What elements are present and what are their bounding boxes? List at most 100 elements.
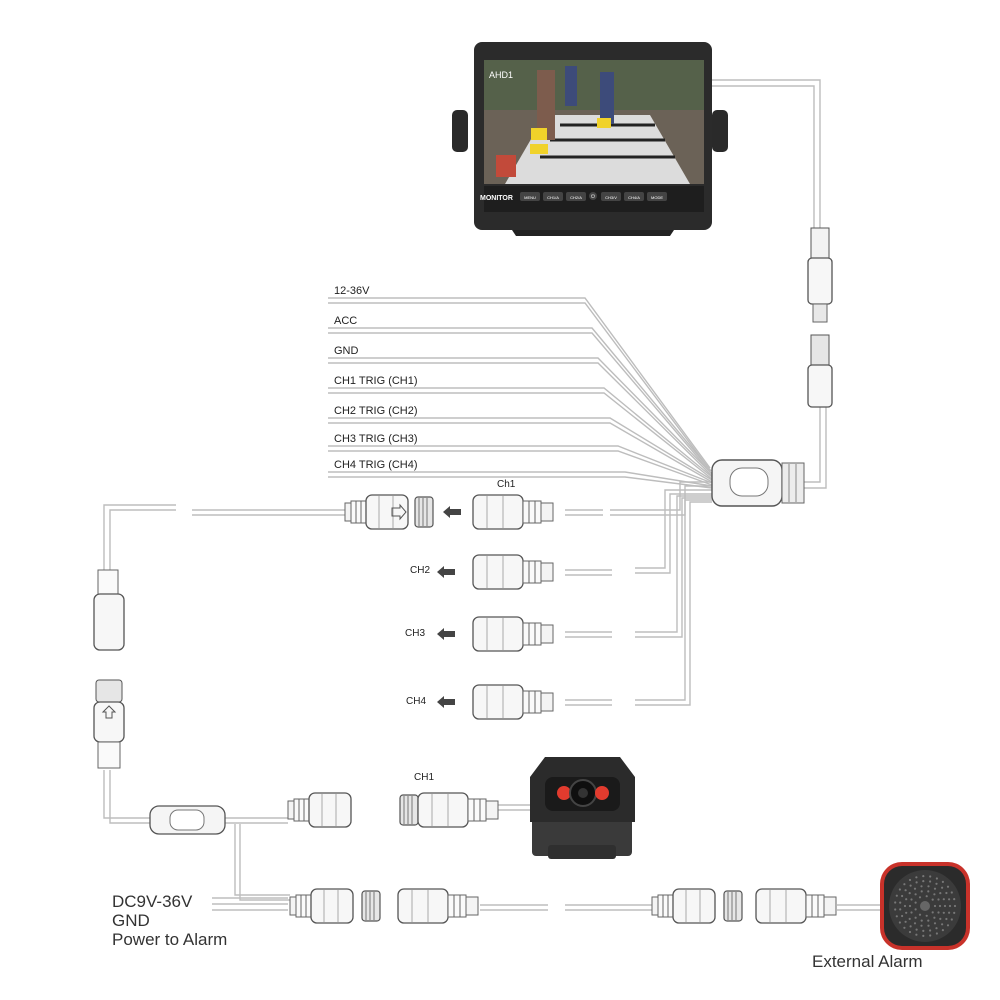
speaker-hole xyxy=(903,904,907,908)
speaker-hole xyxy=(941,880,945,884)
speaker-hole xyxy=(937,911,940,914)
speaker-hole xyxy=(948,911,951,914)
speaker-hole xyxy=(914,908,917,911)
speaker-hole xyxy=(920,890,923,893)
svg-text:⏻: ⏻ xyxy=(591,194,595,200)
speaker-hole xyxy=(945,917,948,921)
speaker-hole xyxy=(935,927,938,930)
speaker-hole xyxy=(904,889,907,892)
camera-channel-label: CH1 xyxy=(414,772,435,783)
speaker-hole xyxy=(942,898,945,901)
speaker-hole xyxy=(925,895,928,898)
monitor-brand: MONITOR xyxy=(480,195,513,202)
speaker-hole xyxy=(915,928,918,931)
channel-output-ch1 xyxy=(443,494,554,530)
extension-cable-vertical xyxy=(93,569,125,769)
speaker-hole xyxy=(931,898,934,901)
speaker-hole xyxy=(943,904,947,908)
svg-text:CH4/A: CH4/A xyxy=(628,195,640,200)
speaker-hole xyxy=(935,877,939,880)
speaker-hole xyxy=(909,884,912,887)
power-label-alarm: Power to Alarm xyxy=(112,930,228,949)
speaker-hole xyxy=(933,922,937,925)
channel-label-ch1: Ch1 xyxy=(497,479,516,490)
speaker-hole xyxy=(910,898,913,901)
alarm-cable-connectors xyxy=(289,888,837,924)
speaker-hole xyxy=(950,918,953,921)
speaker-hole xyxy=(922,875,925,878)
detection-box-icon xyxy=(531,128,547,140)
camera-cable-connectors xyxy=(287,792,499,828)
channel-output-ch4 xyxy=(437,684,554,720)
svg-text:MENU: MENU xyxy=(524,195,536,200)
speaker-hole xyxy=(938,904,942,908)
external-alarm xyxy=(880,862,970,950)
speaker-hole xyxy=(922,934,925,938)
ch4-button[interactable] xyxy=(624,192,644,201)
ch1-button[interactable] xyxy=(543,192,563,201)
speaker-hole xyxy=(939,892,942,895)
svg-text:MODE: MODE xyxy=(651,195,663,200)
speaker-hole xyxy=(953,911,956,915)
svg-text:CH1/A: CH1/A xyxy=(547,195,559,200)
speaker-holes xyxy=(894,875,957,938)
speaker-hole xyxy=(915,933,918,936)
speaker-hole xyxy=(914,916,917,919)
speaker-hole xyxy=(914,901,917,904)
speaker-hole xyxy=(901,914,904,918)
speaker-hole xyxy=(927,919,930,922)
speaker-hole xyxy=(903,926,906,929)
speaker-hole xyxy=(895,915,898,918)
speaker-hole xyxy=(929,875,932,878)
power-label-gnd: GND xyxy=(112,911,150,930)
speaker-hole xyxy=(941,923,944,926)
wire-label-ch1-trig: CH1 TRIG (CH1) xyxy=(334,375,418,387)
svg-text:CH3/V: CH3/V xyxy=(605,195,617,200)
speaker-hole xyxy=(913,887,917,890)
monitor-buttons: MENU CH1/A CH2/A ⏻ CH3/V CH4/A MODE xyxy=(520,192,667,201)
osd-channel: AHD1 xyxy=(489,70,513,80)
speaker-hole xyxy=(918,913,922,916)
camera-splitter-box xyxy=(149,805,226,835)
speaker-hole xyxy=(901,894,904,898)
speaker-hole xyxy=(927,890,930,893)
wire-label-12-36v: 12-36V xyxy=(334,285,370,297)
speaker-hole xyxy=(899,901,902,904)
speaker-hole xyxy=(929,929,932,932)
speaker-hole xyxy=(925,914,928,917)
extension-cable-head xyxy=(344,494,434,530)
speaker-hole xyxy=(933,916,936,919)
speaker-hole xyxy=(931,911,934,914)
power-button[interactable] xyxy=(589,192,597,200)
speaker-hole xyxy=(927,924,930,927)
external-alarm-label: External Alarm xyxy=(812,952,923,971)
speaker-hole xyxy=(903,883,906,886)
speaker-hole xyxy=(945,891,948,895)
camera-led-icon xyxy=(557,786,571,800)
speaker-hole xyxy=(909,925,912,928)
speaker-hole xyxy=(942,911,945,914)
mode-button[interactable] xyxy=(647,192,667,201)
speaker-hole xyxy=(898,888,902,891)
ch2-button[interactable] xyxy=(566,192,586,201)
ch3-button[interactable] xyxy=(601,192,621,201)
speaker-hole xyxy=(937,898,940,901)
speaker-hole xyxy=(929,880,932,883)
menu-button[interactable] xyxy=(520,192,540,201)
wire-label-ch2-trig: CH2 TRIG (CH2) xyxy=(334,405,418,417)
harness-splitter-box xyxy=(711,459,805,507)
wires xyxy=(103,79,880,911)
speaker-hole xyxy=(933,893,936,896)
speaker-hole xyxy=(920,924,923,927)
speaker-hole xyxy=(894,901,897,904)
wire-label-acc: ACC xyxy=(334,315,358,327)
speaker-hole xyxy=(941,929,945,932)
speaker-hole xyxy=(905,898,908,901)
speaker-hole xyxy=(908,904,912,908)
speaker-hole xyxy=(950,891,953,894)
speaker-hole xyxy=(946,885,950,888)
channel-output-ch2 xyxy=(437,554,554,590)
speaker-hole xyxy=(899,908,902,911)
speaker-hole xyxy=(918,896,922,899)
speaker-hole xyxy=(935,932,939,935)
